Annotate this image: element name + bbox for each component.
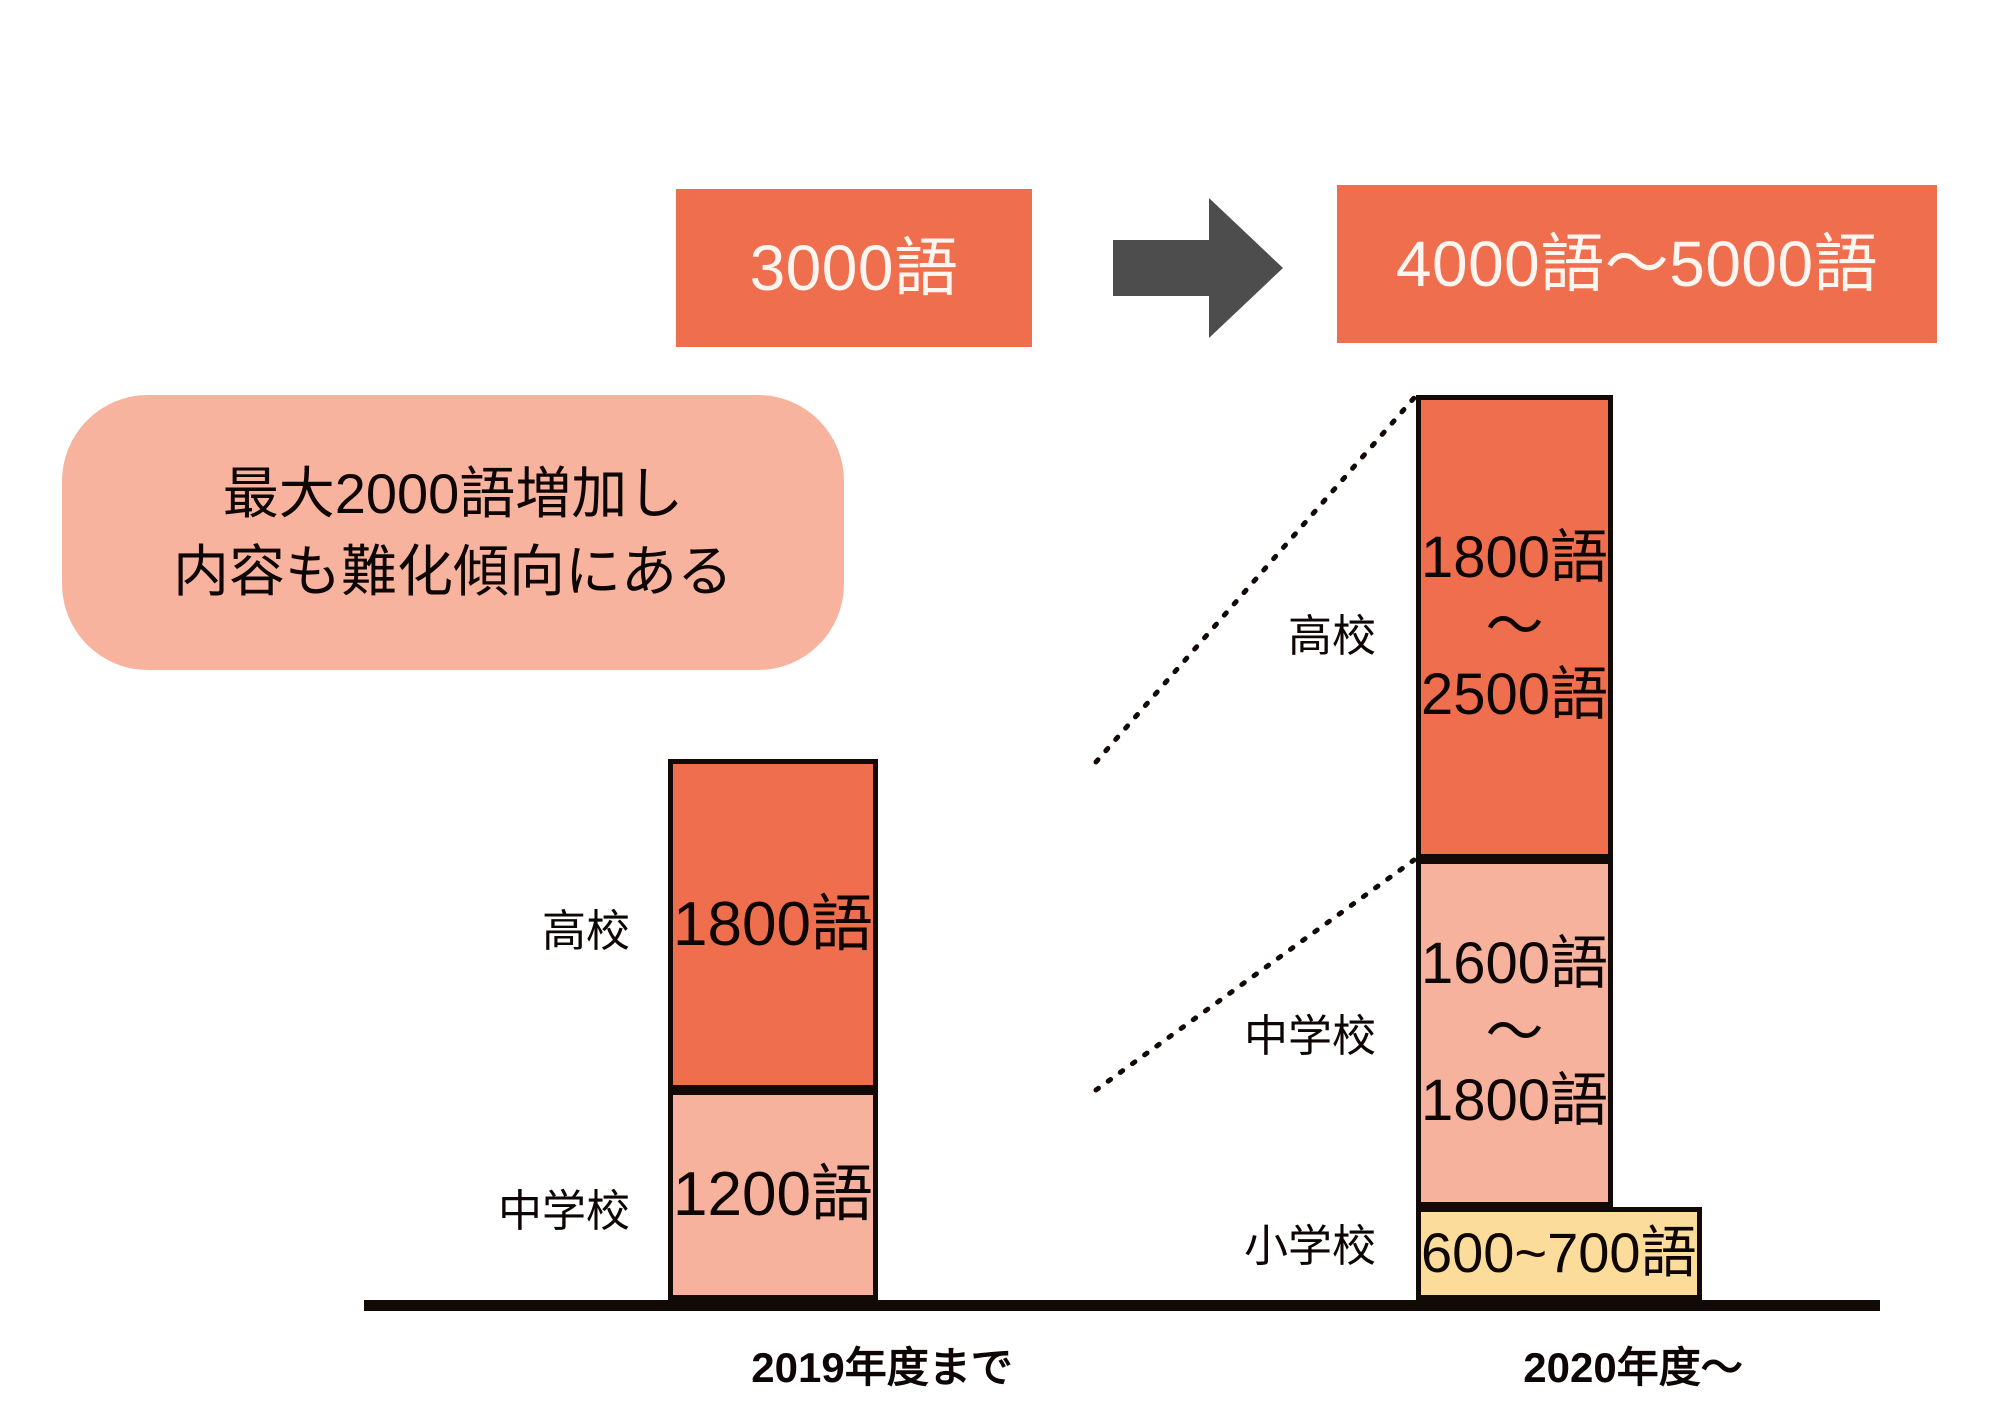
callout-line-1: 最大2000語増加し: [222, 461, 684, 525]
bar-segment-2020-high-school: 1800語 〜 2500語: [1416, 395, 1614, 859]
bar-stack-2020: 1800語 〜 2500語 1600語 〜 1800語 600~700語: [1416, 395, 1850, 1300]
bar-value-2019-high-school: 1800語: [673, 889, 873, 959]
bar-value-2020-high-school-tilde: 〜: [1485, 593, 1544, 659]
bar-stack-2019: 1800語 1200語: [668, 759, 1096, 1300]
total-words-before-box: 3000語: [676, 189, 1032, 347]
bar-value-2020-high-school-min: 1800語: [1421, 525, 1609, 591]
connector-high-school: [1093, 395, 1417, 765]
bar-segment-2019-high-school: 1800語: [668, 759, 878, 1090]
row-label-2019-middle-school: 中学校: [498, 1187, 630, 1236]
callout-bubble: 最大2000語増加し 内容も難化傾向にある: [62, 395, 844, 670]
axis-caption-2019: 2019年度まで: [751, 1344, 1013, 1391]
bar-value-2020-middle-school-max: 1800語: [1421, 1068, 1609, 1134]
row-label-2020-high-school: 高校: [1288, 612, 1376, 661]
total-words-after-box: 4000語〜5000語: [1337, 185, 1937, 343]
axis-baseline: [364, 1300, 1880, 1311]
bar-value-2019-middle-school: 1200語: [673, 1160, 873, 1230]
bar-segment-2020-middle-school: 1600語 〜 1800語: [1416, 859, 1614, 1207]
bar-value-2020-middle-school-tilde: 〜: [1485, 999, 1544, 1065]
axis-caption-2020: 2020年度〜: [1523, 1344, 1743, 1391]
bar-segment-2019-middle-school: 1200語: [668, 1090, 878, 1300]
arrow-right-icon: [1113, 198, 1283, 338]
row-label-2020-elementary-school: 小学校: [1244, 1222, 1376, 1271]
bar-value-2020-elementary-school: 600~700語: [1421, 1221, 1697, 1285]
bar-value-2020-middle-school-min: 1600語: [1421, 931, 1609, 997]
row-label-2020-middle-school: 中学校: [1244, 1012, 1376, 1061]
total-words-after-label: 4000語〜5000語: [1395, 228, 1879, 300]
bar-segment-2020-elementary-school: 600~700語: [1416, 1207, 1702, 1300]
callout-line-2: 内容も難化傾向にある: [173, 539, 733, 603]
row-label-2019-high-school: 高校: [542, 907, 630, 956]
total-words-before-label: 3000語: [749, 232, 959, 304]
bar-value-2020-high-school-max: 2500語: [1421, 662, 1609, 728]
